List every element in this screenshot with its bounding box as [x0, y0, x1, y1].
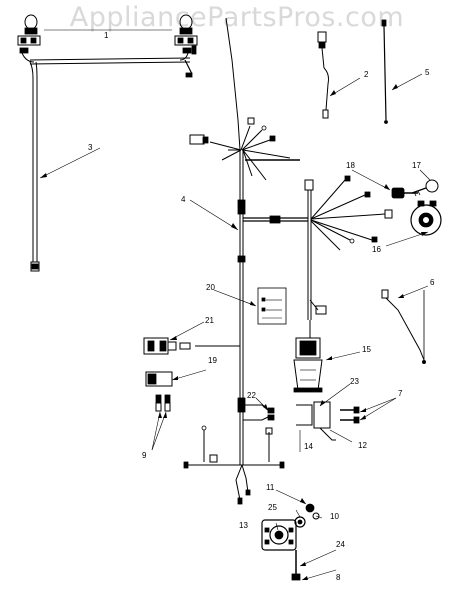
- label-part-13: 13: [239, 521, 248, 530]
- part-2-small-lead: [317, 31, 329, 119]
- part-24-8-bolt: [291, 550, 301, 581]
- part-6-wire: [381, 289, 426, 364]
- part-17-key: [411, 179, 439, 197]
- part-23-bracket: [296, 401, 336, 441]
- label-part-23: 23: [350, 377, 359, 386]
- label-part-25: 25: [268, 503, 277, 512]
- label-part-6: 6: [430, 278, 435, 287]
- label-part-10: 10: [330, 512, 339, 521]
- label-part-4: 4: [181, 195, 186, 204]
- label-part-3: 3: [88, 143, 93, 152]
- part-9-fuses: [155, 394, 171, 412]
- part-20-decal: [257, 287, 287, 325]
- label-part-11: 11: [266, 483, 275, 492]
- label-part-24: 24: [336, 540, 345, 549]
- label-part-7: 7: [398, 389, 403, 398]
- label-part-20: 20: [206, 283, 215, 292]
- label-part-15: 15: [362, 345, 371, 354]
- label-part-14: 14: [304, 442, 313, 451]
- part-11-nut: [305, 503, 315, 513]
- label-part-8: 8: [336, 573, 341, 582]
- label-part-2: 2: [364, 70, 369, 79]
- part-22-terminals: [267, 407, 275, 421]
- label-part-12: 12: [358, 441, 367, 450]
- label-part-16: 16: [372, 245, 381, 254]
- part-labels: 1 2 3 4 5 6 7 8 9 10 11 12 13 14 15 16 1…: [88, 31, 435, 582]
- part-5-wire: [381, 19, 388, 124]
- label-part-1: 1: [104, 31, 109, 40]
- part-10-nut: [312, 512, 320, 520]
- label-part-9: 9: [142, 451, 147, 460]
- part-18-key: [391, 187, 418, 199]
- label-part-22: 22: [247, 391, 256, 400]
- part-7-screws: [340, 406, 360, 424]
- part-3-harness-lead: [29, 61, 40, 272]
- label-part-17: 17: [412, 161, 421, 170]
- label-part-21: 21: [205, 316, 214, 325]
- part-13-solenoid: [261, 519, 297, 551]
- leader-arrowheads: [40, 84, 428, 580]
- part-15-solenoid: [293, 337, 323, 393]
- part-19-connector: [145, 371, 173, 387]
- part-21-switch: [143, 337, 191, 355]
- label-part-5: 5: [425, 68, 430, 77]
- label-part-19: 19: [208, 356, 217, 365]
- harness-branch-cluster: [304, 175, 393, 338]
- part-16-ignition-switch: [410, 200, 442, 236]
- label-part-18: 18: [346, 161, 355, 170]
- part-4-main-harness: [183, 17, 308, 505]
- watermark: AppliancePartsPros.com: [69, 2, 405, 33]
- part-1-headlight-harness: [17, 14, 198, 78]
